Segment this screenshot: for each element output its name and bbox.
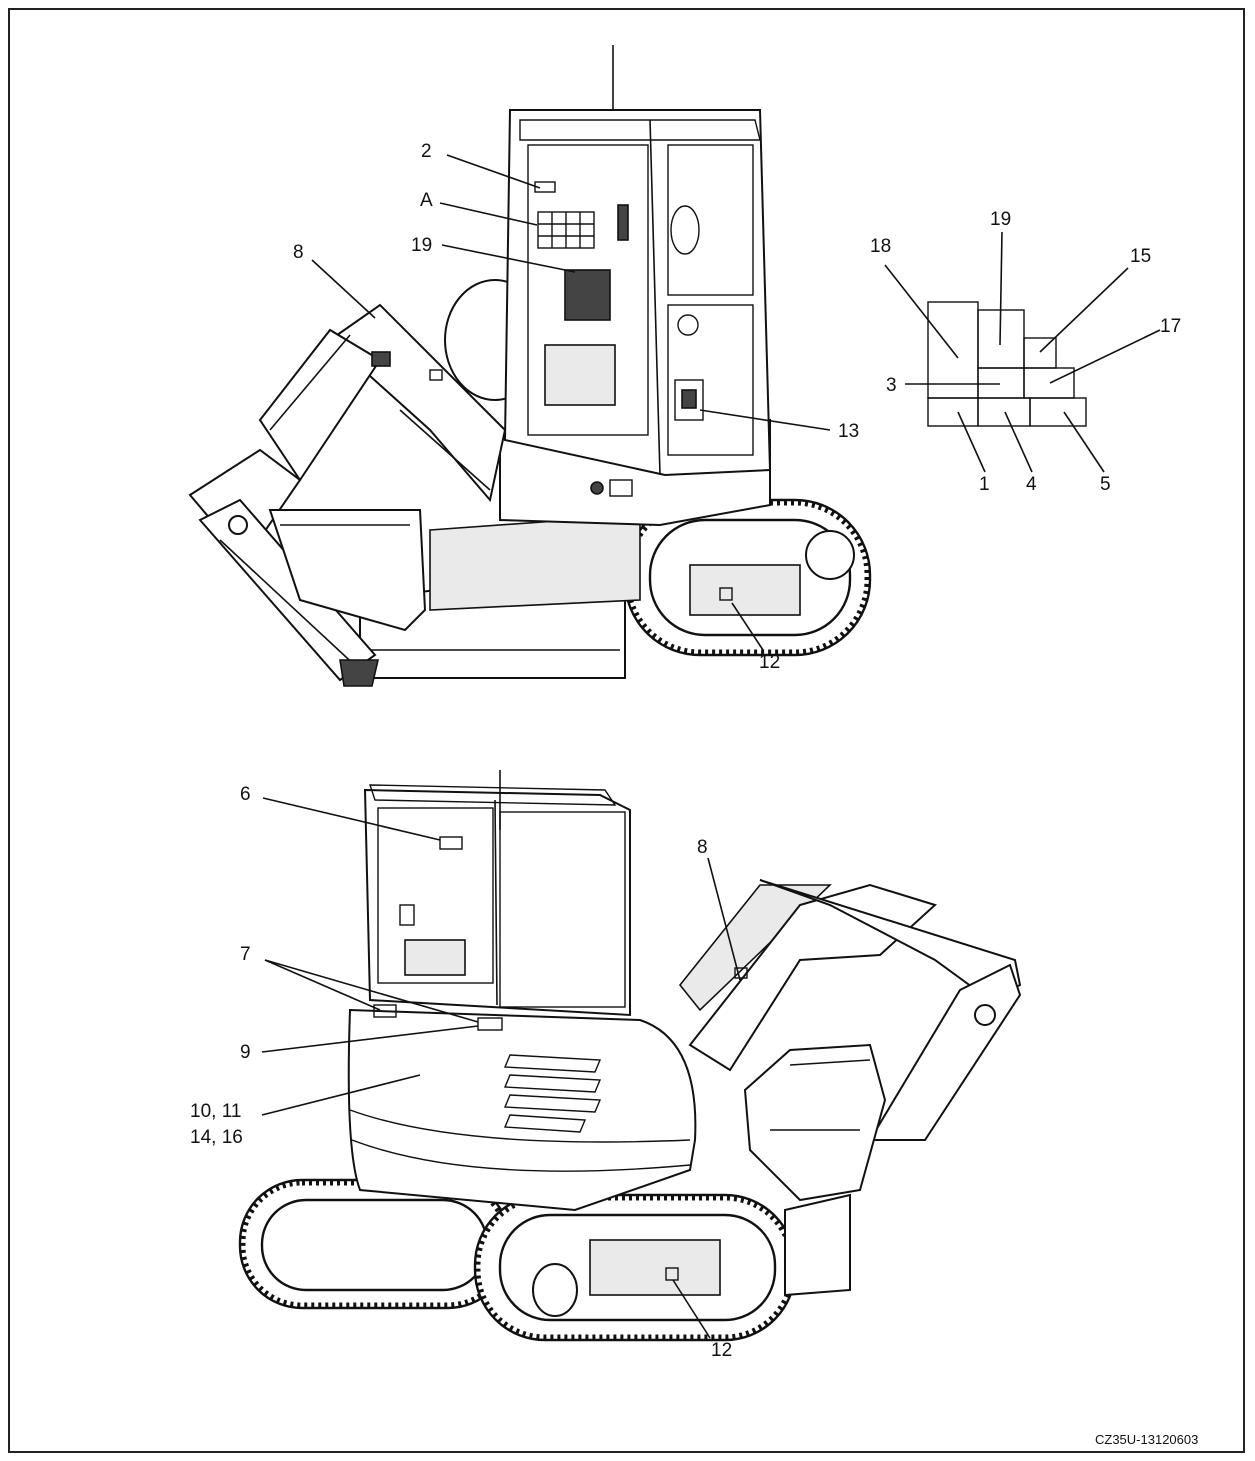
callout-13: 13 xyxy=(838,421,859,442)
callout-18: 18 xyxy=(870,236,891,257)
callout-8-top: 8 xyxy=(293,242,304,263)
figure-code: CZ35U-13120603 xyxy=(1095,1432,1198,1447)
track-right-rear xyxy=(473,1193,797,1342)
callout-3: 3 xyxy=(886,375,897,396)
excavator-rear-view xyxy=(238,770,1022,1342)
bucket-rear xyxy=(743,1043,887,1202)
excavator-front-view xyxy=(188,45,872,687)
leader-lines xyxy=(261,154,1161,1339)
callout-4: 4 xyxy=(1026,474,1037,495)
callout-19-detail: 19 xyxy=(990,209,1011,230)
callout-labels: 2 A 19 8 13 12 18 19 15 17 3 1 4 5 6 8 7… xyxy=(190,141,1198,1447)
callout-1: 1 xyxy=(979,474,990,495)
callout-10-11: 10, 11 xyxy=(190,1101,241,1122)
track-left xyxy=(238,1178,512,1310)
callout-8-bottom: 8 xyxy=(697,837,708,858)
cab xyxy=(503,45,772,477)
boom-arm-front xyxy=(188,303,507,687)
callout-15: 15 xyxy=(1130,246,1151,267)
callout-2-top: 2 xyxy=(421,141,432,162)
cab-rear xyxy=(363,770,631,1031)
decal-A-panel xyxy=(537,211,595,249)
detail-A-decal-layout xyxy=(927,301,1087,427)
callout-19-top: 19 xyxy=(411,235,432,256)
callout-A: A xyxy=(420,190,433,211)
callout-12-bottom: 12 xyxy=(711,1340,732,1361)
callout-5: 5 xyxy=(1100,474,1111,495)
callout-17: 17 xyxy=(1160,316,1181,337)
callout-14-16: 14, 16 xyxy=(190,1127,243,1148)
figure-frame xyxy=(8,8,1245,1453)
rear-louvers xyxy=(503,1054,602,1133)
track-right xyxy=(623,498,872,657)
boom-arm-rear xyxy=(678,879,1022,1202)
callout-12-top: 12 xyxy=(759,652,780,673)
bucket-front xyxy=(268,509,427,632)
counterweight xyxy=(347,1008,697,1212)
callout-6: 6 xyxy=(240,784,251,805)
callout-7: 7 xyxy=(240,944,251,965)
callout-9: 9 xyxy=(240,1042,251,1063)
